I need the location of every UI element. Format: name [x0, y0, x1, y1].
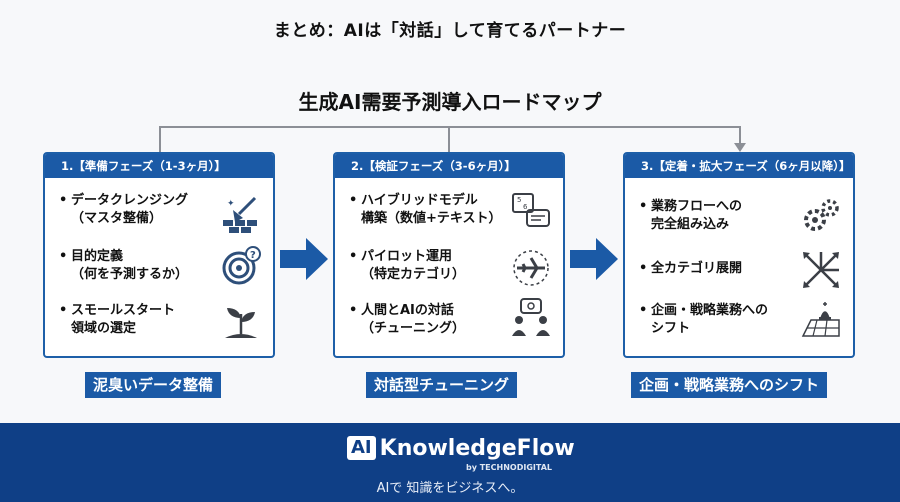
item-line1: パイロット運用	[361, 249, 453, 264]
bullet: •	[349, 303, 358, 318]
item-line2: 構築（数値+テキスト）	[361, 211, 502, 226]
phase-item: • ハイブリッドモデル 構築（数値+テキスト）	[349, 192, 502, 228]
phase-item: • パイロット運用 （特定カテゴリ）	[349, 248, 465, 284]
target-question-icon: ?	[222, 246, 261, 285]
bullet: •	[59, 249, 68, 264]
phase-item: • 企画・戦略業務への シフト	[639, 302, 768, 338]
page-title: まとめ：AIは「対話」して育てるパートナー	[273, 21, 627, 41]
phase-header: 3.【定着・拡大フェーズ（6ヶ月以降）】	[625, 154, 853, 178]
item-line2: （チューニング）	[361, 321, 466, 336]
item-line1: ハイブリッドモデル	[361, 193, 478, 208]
phase-card-3: 3.【定着・拡大フェーズ（6ヶ月以降）】 • 業務フローへの 完全組み込み • …	[623, 152, 855, 358]
item-line1: 業務フローへの	[651, 199, 743, 214]
item-line1: 全カテゴリ展開	[651, 261, 743, 276]
numbers-chat-icon: 56	[512, 193, 550, 227]
item-line1: データクレンジング	[71, 193, 189, 208]
item-line2: （マスタ整備）	[71, 211, 163, 226]
phase-header: 1.【準備フェーズ（1-3ヶ月）】	[45, 154, 273, 178]
logo-byline: by TECHNODIGITAL	[466, 463, 552, 472]
item-line2: 領域の選定	[71, 321, 137, 336]
connector-right	[739, 126, 741, 144]
bullet: •	[59, 193, 68, 208]
bullet: •	[349, 249, 358, 264]
item-line1: 人間とAIの対話	[361, 303, 454, 318]
phase-header: 2.【検証フェーズ（3-6ヶ月）】	[335, 154, 563, 178]
airplane-icon	[513, 250, 549, 286]
footer-bar	[0, 423, 900, 502]
connector-top	[159, 126, 741, 128]
bullet: •	[639, 303, 648, 318]
phase-item: • 目的定義 （何を予測するか）	[59, 248, 188, 284]
broom-bricks-icon: ✦	[223, 196, 257, 233]
connector-arrowhead	[734, 143, 746, 152]
connector-left	[159, 126, 161, 152]
phase-label-3: 企画・戦略業務へのシフト	[631, 372, 828, 398]
item-line1: 目的定義	[71, 249, 124, 264]
svg-text:6: 6	[523, 203, 528, 211]
phase-item: • スモールスタート 領域の選定	[59, 302, 175, 338]
logo-name: KnowledgeFlow	[379, 435, 575, 461]
tagline: AIで 知識をビジネスへ。	[376, 481, 524, 496]
phase-card-2: 2.【検証フェーズ（3-6ヶ月）】 • ハイブリッドモデル 構築（数値+テキスト…	[333, 152, 565, 358]
phase-item: • 人間とAIの対話 （チューニング）	[349, 302, 465, 338]
phase-item: • 業務フローへの 完全組み込み	[639, 198, 742, 234]
item-line2: シフト	[651, 321, 691, 336]
bullet: •	[349, 193, 358, 208]
flow-arrow-2-to-3	[570, 238, 618, 280]
connector-mid	[448, 126, 450, 152]
bullet: •	[639, 261, 648, 276]
brand-logo: AI KnowledgeFlow	[347, 433, 575, 463]
phase-label-1: 泥臭いデータ整備	[85, 372, 222, 398]
phase-item: • データクレンジング （マスタ整備）	[59, 192, 188, 228]
phase-label-2: 対話型チューニング	[366, 372, 518, 398]
flow-arrow-1-to-2	[280, 238, 328, 280]
human-ai-chat-icon	[512, 298, 550, 336]
phase-item: • 全カテゴリ展開	[639, 260, 742, 278]
svg-text:✦: ✦	[227, 199, 235, 209]
phase-card-1: 1.【準備フェーズ（1-3ヶ月）】 • データクレンジング （マスタ整備） ✦ …	[43, 152, 275, 358]
gears-icon	[804, 199, 839, 231]
expand-arrows-icon	[803, 252, 839, 288]
item-line1: スモールスタート	[71, 303, 176, 318]
logo-ai-mark: AI	[347, 436, 376, 460]
bullet: •	[639, 199, 648, 214]
item-line1: 企画・戦略業務への	[651, 303, 769, 318]
item-line2: （何を予測するか）	[71, 267, 189, 282]
item-line2: 完全組み込み	[651, 217, 730, 232]
bullet: •	[59, 303, 68, 318]
chess-icon	[801, 302, 840, 337]
svg-text:?: ?	[250, 250, 256, 261]
svg-text:5: 5	[517, 196, 521, 204]
sprout-icon	[225, 308, 257, 338]
roadmap-title: 生成AI需要予測導入ロードマップ	[298, 90, 602, 114]
item-line2: （特定カテゴリ）	[361, 267, 466, 282]
